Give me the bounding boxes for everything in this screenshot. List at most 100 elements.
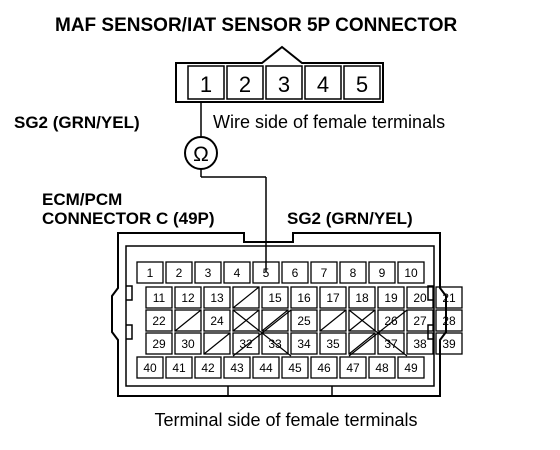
ecm-pin-cell bbox=[397, 261, 425, 284]
ecm-pin-cell bbox=[165, 261, 193, 284]
ecm-pin-cell bbox=[406, 332, 434, 355]
ecm-pin-number: 48 bbox=[375, 361, 389, 375]
ecm-pin-cell bbox=[223, 356, 251, 379]
ecm-pin-cell bbox=[339, 356, 367, 379]
ecm-pin-number: 28 bbox=[442, 314, 456, 328]
ecm-pin-cell bbox=[174, 332, 202, 355]
ecm-pin-cell bbox=[377, 286, 405, 309]
maf-pin-cell bbox=[304, 65, 342, 100]
ecm-pin-cell bbox=[368, 356, 396, 379]
maf-view-label: Wire side of female terminals bbox=[213, 112, 445, 132]
ecm-empty-cavity bbox=[261, 309, 289, 332]
ecm-pin-cell bbox=[165, 356, 193, 379]
ecm-empty-cavity bbox=[319, 309, 347, 332]
ecm-pin-number: 19 bbox=[384, 291, 398, 305]
ecm-pin-cell bbox=[194, 356, 222, 379]
ecm-view-label: Terminal side of female terminals bbox=[154, 410, 417, 430]
ecm-pin-number: 4 bbox=[234, 266, 241, 280]
ecm-pin-cell bbox=[252, 261, 280, 284]
ecm-pin-cell bbox=[261, 332, 289, 355]
ecm-pin-cell bbox=[377, 309, 405, 332]
ecm-pin-cell bbox=[203, 309, 231, 332]
maf-pin-cell bbox=[187, 65, 225, 100]
ecm-pin-number: 47 bbox=[346, 361, 360, 375]
ecm-pin-cell bbox=[319, 309, 347, 332]
ecm-pin-number: 12 bbox=[181, 291, 195, 305]
maf-signal-label: SG2 (GRN/YEL) bbox=[14, 113, 140, 132]
ecm-pin-number: 16 bbox=[297, 291, 311, 305]
ecm-pin-cell bbox=[368, 261, 396, 284]
ecm-title-line1: ECM/PCM bbox=[42, 190, 122, 209]
ecm-pin-cell bbox=[232, 332, 260, 355]
ecm-pin-cell bbox=[136, 261, 164, 284]
ecm-pin-number: 21 bbox=[442, 291, 456, 305]
maf-pin-cell bbox=[265, 65, 303, 100]
ecm-pin-number: 11 bbox=[153, 291, 166, 305]
ecm-pin-cell bbox=[406, 309, 434, 332]
ecm-pin-number: 22 bbox=[152, 314, 166, 328]
ecm-pin-number: 41 bbox=[172, 361, 186, 375]
ecm-pin-number: 38 bbox=[413, 337, 427, 351]
ecm-pin-cell bbox=[232, 286, 260, 309]
ecm-pin-cell bbox=[339, 261, 367, 284]
ecm-pin-number: 30 bbox=[181, 337, 195, 351]
ecm-pin-cell bbox=[348, 309, 376, 332]
ecm-pin-number: 26 bbox=[384, 314, 398, 328]
ecm-pin-cell bbox=[397, 356, 425, 379]
ecm-pin-number: 25 bbox=[297, 314, 311, 328]
ohm-symbol: Ω bbox=[193, 143, 209, 166]
maf-pin-number: 2 bbox=[239, 72, 251, 97]
maf-pin-cell bbox=[343, 65, 381, 100]
maf-pin-number: 1 bbox=[200, 72, 212, 97]
ecm-pin-number: 24 bbox=[210, 314, 224, 328]
ecm-pin-cell bbox=[261, 309, 289, 332]
ecm-empty-cavity bbox=[203, 332, 231, 355]
ecm-pin-number: 43 bbox=[230, 361, 244, 375]
test-lead bbox=[200, 102, 267, 272]
ecm-pin-number: 1 bbox=[147, 266, 154, 280]
ecm-pin-number: 45 bbox=[288, 361, 302, 375]
ecm-pin-number: 44 bbox=[259, 361, 273, 375]
ecm-pin-number: 20 bbox=[413, 291, 427, 305]
ecm-pin-number: 8 bbox=[350, 266, 357, 280]
ecm-pin-cell bbox=[223, 261, 251, 284]
ecm-pin-number: 29 bbox=[152, 337, 166, 351]
ecm-pin-cell bbox=[406, 286, 434, 309]
ecm-pin-number: 35 bbox=[326, 337, 340, 351]
ecm-pin-cell bbox=[203, 332, 231, 355]
ecm-unused-cross bbox=[232, 309, 292, 357]
ecm-pin-cell bbox=[174, 286, 202, 309]
ecm-pin-cell bbox=[145, 286, 173, 309]
maf-pin-number: 3 bbox=[278, 72, 290, 97]
ecm-pin-number: 7 bbox=[321, 266, 328, 280]
maf-pin-number: 4 bbox=[317, 72, 329, 97]
ecm-signal-label: SG2 (GRN/YEL) bbox=[287, 209, 413, 228]
ecm-empty-cavity bbox=[174, 309, 202, 332]
ecm-pin-number: 3 bbox=[205, 266, 212, 280]
ecm-pin-cell bbox=[435, 332, 463, 355]
ecm-pin-number: 6 bbox=[292, 266, 299, 280]
ecm-pin-cell bbox=[348, 332, 376, 355]
ecm-pin-cell bbox=[290, 332, 318, 355]
ecm-empty-cavity bbox=[348, 332, 376, 355]
ecm-pin-cell bbox=[261, 286, 289, 309]
ecm-pin-number: 40 bbox=[143, 361, 157, 375]
ecm-pin-cell bbox=[136, 356, 164, 379]
ecm-pin-cell bbox=[319, 286, 347, 309]
ecm-pin-number: 42 bbox=[201, 361, 215, 375]
ecm-pin-cell bbox=[194, 261, 222, 284]
ecm-pin-cell bbox=[348, 286, 376, 309]
ecm-pin-cell bbox=[174, 309, 202, 332]
ecm-pin-number: 46 bbox=[317, 361, 331, 375]
ecm-pin-number: 5 bbox=[263, 266, 270, 280]
ecm-pin-cell bbox=[435, 286, 463, 309]
ecm-pin-cell bbox=[290, 309, 318, 332]
ecm-pin-cell bbox=[310, 356, 338, 379]
ecm-unused-cross bbox=[348, 309, 408, 357]
ecm-pin-cell bbox=[377, 332, 405, 355]
diagram-title: MAF SENSOR/IAT SENSOR 5P CONNECTOR bbox=[55, 15, 457, 36]
ecm-pin-cell bbox=[252, 356, 280, 379]
